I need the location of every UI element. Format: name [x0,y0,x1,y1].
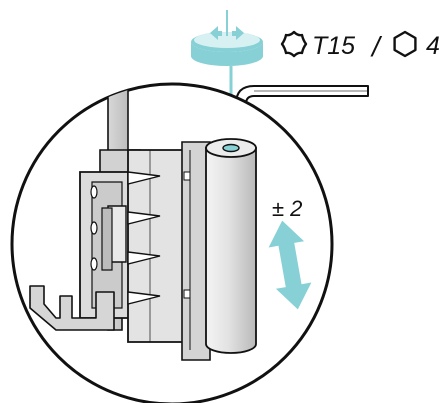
hinge-assembly [29,84,257,361]
size-separator: / [370,31,383,62]
hinge-teeth [127,171,161,305]
double-arrow-icon [268,220,312,310]
hex-icon [393,30,417,58]
adjust-range-label: ± 2 [272,196,302,221]
hex-size-label: 4 [426,32,440,60]
rotate-cylinder-icon [191,10,263,66]
torx-size-label: T15 [312,32,355,60]
torx-icon [280,30,308,58]
